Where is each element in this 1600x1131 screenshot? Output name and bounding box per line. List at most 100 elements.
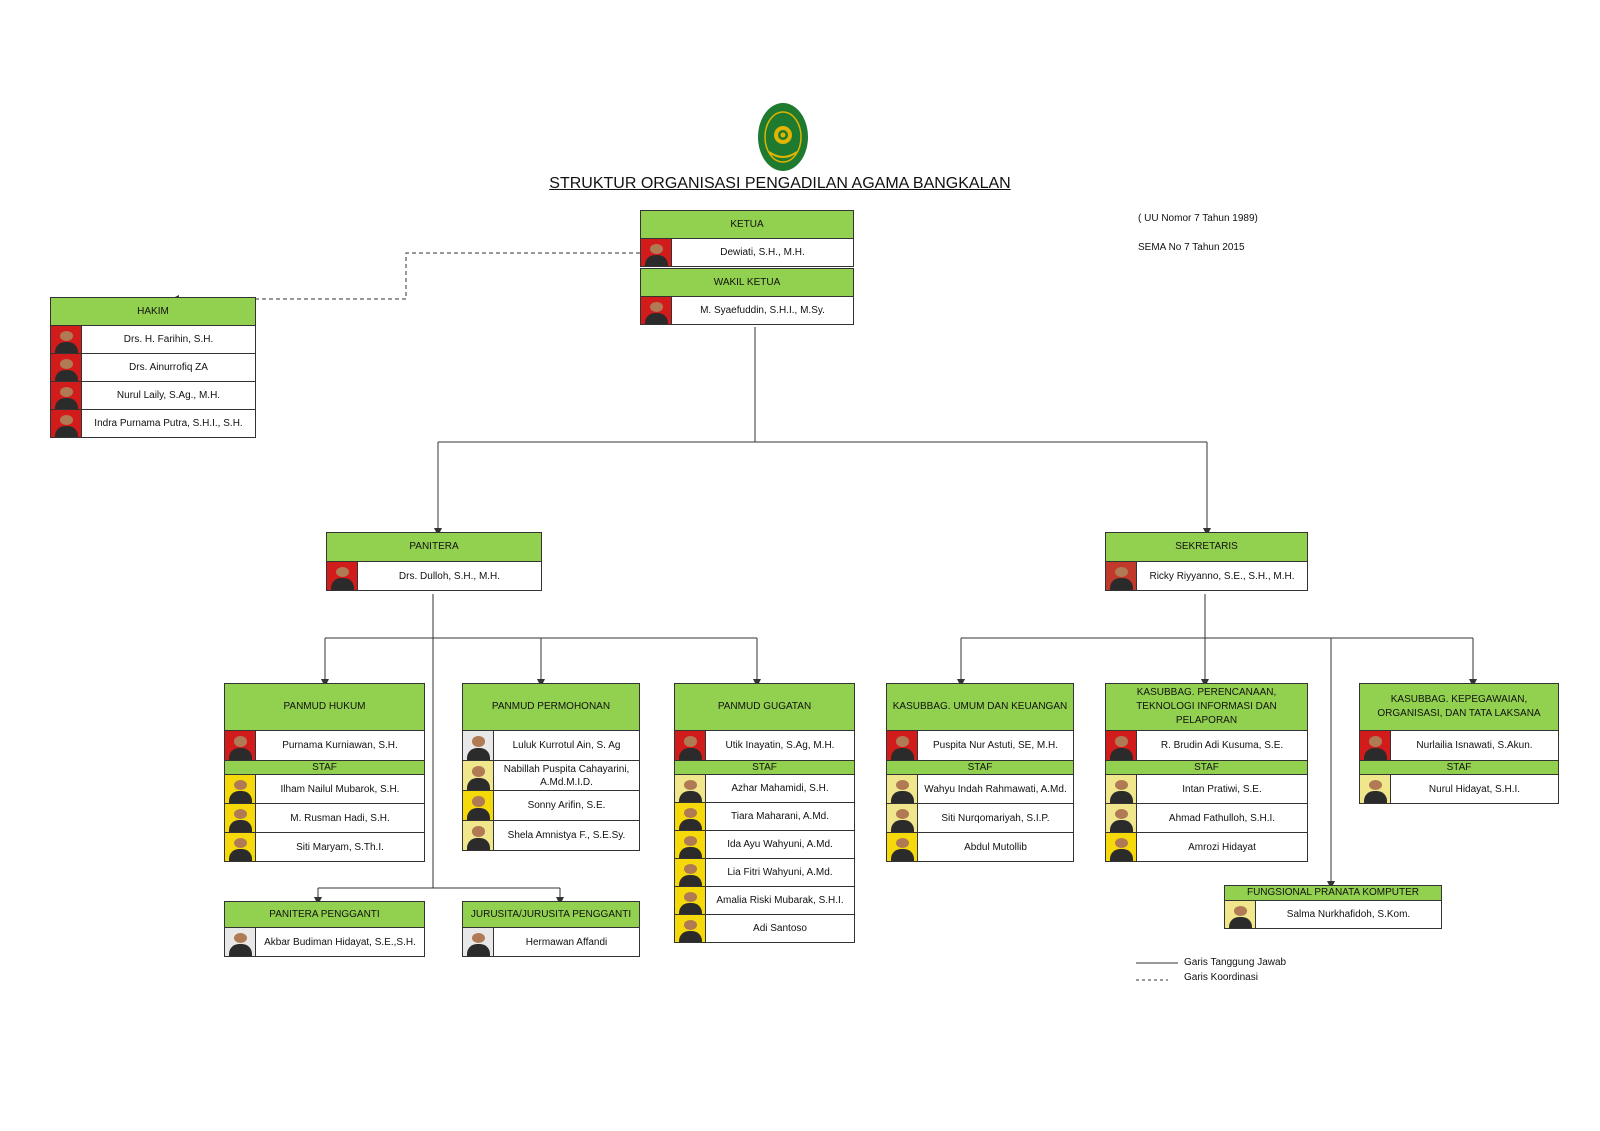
staf-label-hukum: STAF — [224, 760, 425, 775]
avatar-body — [679, 902, 702, 914]
person-name: Tiara Maharani, A.Md. — [730, 811, 829, 822]
person-photo-avatar — [641, 297, 672, 324]
person-name: M. Rusman Hadi, S.H. — [290, 812, 390, 824]
person-photo-avatar — [225, 833, 256, 861]
avatar-head — [472, 933, 485, 944]
person-row: Utik Inayatin, S.Ag, M.H. — [674, 730, 855, 761]
avatar-body — [331, 578, 354, 590]
staff-row: Siti Maryam, S.Th.I. — [224, 832, 425, 862]
person-name: Intan Pratiwi, S.E. — [1182, 783, 1262, 795]
person-row: Hermawan Affandi — [462, 927, 640, 957]
avatar-body — [891, 791, 914, 803]
avatar-head — [1115, 838, 1128, 849]
person-photo-avatar — [675, 831, 706, 858]
person-photo-avatar — [1106, 804, 1137, 832]
person-photo-avatar — [463, 731, 494, 760]
person-photo-avatar — [327, 562, 358, 590]
person-photo-avatar — [1360, 731, 1391, 760]
person-photo-avatar — [1106, 731, 1137, 760]
person-photo-avatar — [887, 804, 918, 832]
person-photo-avatar — [1106, 833, 1137, 861]
person-row: Shela Amnistya F., S.E.Sy. — [462, 820, 640, 851]
avatar-head — [234, 933, 247, 944]
avatar-body — [679, 818, 702, 830]
avatar-head — [234, 736, 247, 747]
avatar-head — [60, 358, 73, 369]
person-photo-avatar — [887, 833, 918, 861]
avatar-body — [679, 846, 702, 858]
person-row: Drs. H. Farihin, S.H. — [50, 325, 256, 354]
avatar-body — [891, 820, 914, 832]
avatar-head — [1115, 780, 1128, 791]
avatar-head — [60, 386, 73, 397]
unit-header-umum: KASUBBAG. UMUM DAN KEUANGAN — [886, 683, 1074, 731]
unit-header-perencanaan: KASUBBAG. PERENCANAAN, TEKNOLOGI INFORMA… — [1105, 683, 1308, 731]
unit-header-jurusita: JURUSITA/JURUSITA PENGGANTI — [462, 901, 640, 928]
avatar-body — [467, 747, 490, 760]
avatar-head — [684, 919, 697, 930]
person-name: Dewiati, S.H., M.H. — [720, 247, 805, 258]
person-row: Salma Nurkhafidoh, S.Kom. — [1224, 900, 1442, 929]
person-name: Akbar Budiman Hidayat, S.E.,S.H. — [264, 936, 416, 948]
person-photo-avatar — [675, 859, 706, 886]
person-photo-avatar — [1225, 901, 1256, 928]
person-name: Siti Maryam, S.Th.I. — [296, 841, 384, 853]
person-photo-avatar — [225, 804, 256, 832]
person-name: Adi Santoso — [753, 923, 807, 934]
person-photo-avatar — [225, 731, 256, 760]
person-row: Indra Purnama Putra, S.H.I., S.H. — [50, 409, 256, 438]
person-name: Nurul Hidayat, S.H.I. — [1428, 783, 1521, 795]
person-name: M. Syaefuddin, S.H.I., M.Sy. — [700, 305, 825, 316]
person-name: Nurlailia Isnawati, S.Akun. — [1416, 740, 1533, 751]
person-row: Drs. Dulloh, S.H., M.H. — [326, 561, 542, 591]
person-name: Wahyu Indah Rahmawati, A.Md. — [924, 783, 1067, 795]
person-row: M. Syaefuddin, S.H.I., M.Sy. — [640, 296, 854, 325]
person-photo-avatar — [675, 915, 706, 942]
coordination-line-hakim — [171, 252, 640, 303]
avatar-head — [896, 780, 909, 791]
person-name: Amalia Riski Mubarak, S.H.I. — [716, 895, 844, 906]
person-row: Ricky Riyyanno, S.E., S.H., M.H. — [1105, 561, 1308, 591]
avatar-head — [472, 796, 485, 807]
unit-header-hukum: PANMUD HUKUM — [224, 683, 425, 731]
person-name: Ida Ayu Wahyuni, A.Md. — [727, 839, 833, 850]
staf-label-gugatan: STAF — [674, 760, 855, 775]
unit-header-wakil: WAKIL KETUA — [640, 268, 854, 297]
avatar-head — [472, 826, 485, 837]
staf-label-perencanaan: STAF — [1105, 760, 1308, 775]
person-photo-avatar — [675, 775, 706, 802]
person-photo-avatar — [887, 731, 918, 760]
staf-label-umum: STAF — [886, 760, 1074, 775]
avatar-head — [684, 863, 697, 874]
person-name: Ricky Riyyanno, S.E., S.H., M.H. — [1149, 570, 1295, 582]
staff-row: Intan Pratiwi, S.E. — [1105, 774, 1308, 804]
staff-row: Ahmad Fathulloh, S.H.I. — [1105, 803, 1308, 833]
person-photo-avatar — [641, 239, 672, 266]
note-sema: SEMA No 7 Tahun 2015 — [1138, 242, 1245, 253]
avatar-head — [684, 835, 697, 846]
person-photo-avatar — [225, 775, 256, 803]
avatar-body — [1110, 747, 1133, 760]
avatar-body — [229, 944, 252, 956]
avatar-body — [645, 254, 668, 266]
avatar-body — [679, 874, 702, 886]
person-photo-avatar — [463, 821, 494, 850]
avatar-body — [467, 837, 490, 850]
person-photo-avatar — [675, 731, 706, 760]
avatar-head — [896, 736, 909, 747]
unit-header-gugatan: PANMUD GUGATAN — [674, 683, 855, 731]
person-name: R. Brudin Adi Kusuma, S.E. — [1160, 740, 1284, 751]
unit-header-ketua: KETUA — [640, 210, 854, 239]
person-photo-avatar — [225, 928, 256, 956]
court-emblem-icon — [758, 103, 808, 171]
person-name: Purnama Kurniawan, S.H. — [282, 740, 398, 751]
avatar-body — [679, 930, 702, 942]
person-photo-avatar — [675, 887, 706, 914]
person-name: Luluk Kurrotul Ain, S. Ag — [512, 740, 621, 751]
staff-row: Wahyu Indah Rahmawati, A.Md. — [886, 774, 1074, 804]
person-row: Drs. Ainurrofiq ZA — [50, 353, 256, 382]
